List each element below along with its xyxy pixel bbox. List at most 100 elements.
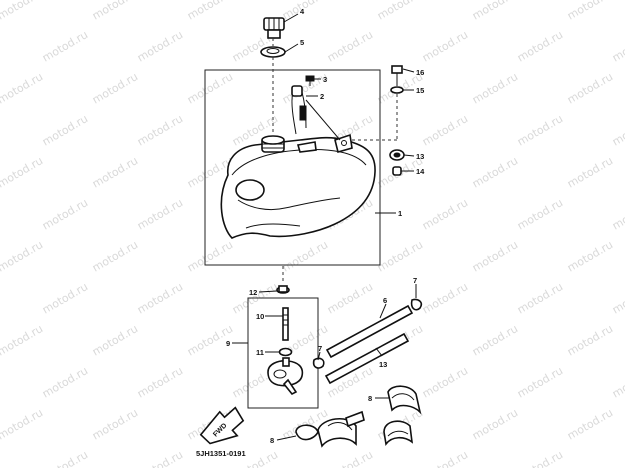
watermark-text: motod.ru xyxy=(515,112,565,148)
fuel-cock-frame xyxy=(247,297,319,409)
watermark-text: motod.ru xyxy=(515,364,565,400)
callout-11: 11 xyxy=(256,348,264,357)
part-callouts: 4 5 3 2 16 15 13 14 1 12 10 9 11 6 7 7 1… xyxy=(226,7,425,445)
watermark-text: motod.ru xyxy=(325,280,375,316)
tank-assembly-frame xyxy=(204,69,381,266)
watermark-text: motod.ru xyxy=(325,448,375,468)
hose-clamp-lower[interactable] xyxy=(295,410,365,448)
watermark-text: motod.ru xyxy=(0,0,45,23)
watermark-text: motod.ru xyxy=(90,238,140,274)
watermark-text: motod.ru xyxy=(280,0,330,23)
watermark-text: motod.ru xyxy=(565,406,615,442)
hose-clip-lower[interactable] xyxy=(312,357,325,369)
callout-9: 9 xyxy=(226,339,230,348)
watermark-text: motod.ru xyxy=(470,322,520,358)
callout-12: 12 xyxy=(249,288,257,297)
watermark-text: motod.ru xyxy=(90,70,140,106)
callout-15: 14 xyxy=(416,167,425,176)
watermark-text: motod.ru xyxy=(0,406,45,442)
watermark-text: motod.ru xyxy=(470,406,520,442)
fuel-gauge-sender[interactable] xyxy=(291,85,341,141)
callout-14: 13 xyxy=(416,152,424,161)
watermark-text: motod.ru xyxy=(135,280,185,316)
callout-8-lower: 8 xyxy=(270,436,274,445)
watermark-text: motod.ru xyxy=(565,238,615,274)
watermark-text: motod.ru xyxy=(0,238,45,274)
watermark-text: motod.ru xyxy=(420,364,470,400)
watermark-text: motod.ru xyxy=(420,28,470,64)
callout-1: 1 xyxy=(398,209,402,218)
fuel-tank[interactable] xyxy=(220,133,376,239)
hose-clamp-upper[interactable] xyxy=(383,385,422,446)
damper-14[interactable] xyxy=(389,149,405,161)
watermark-text: motod.ru xyxy=(0,70,45,106)
watermark-text: motod.ru xyxy=(565,70,615,106)
callout-8-upper: 8 xyxy=(368,394,372,403)
mounting-bolt[interactable] xyxy=(391,65,403,86)
watermark-text: motod.ru xyxy=(90,322,140,358)
forward-arrow-icon: FWD xyxy=(199,406,245,445)
watermark-text: motod.ru xyxy=(610,28,625,64)
callout-5: 5 xyxy=(300,38,304,47)
cap-gasket[interactable] xyxy=(260,46,286,58)
watermark-text: motod.ru xyxy=(185,0,235,23)
watermark-text: motod.ru xyxy=(135,448,185,468)
callout-4: 4 xyxy=(300,7,305,16)
watermark-text: motod.ru xyxy=(375,238,425,274)
watermark-text: motod.ru xyxy=(40,364,90,400)
fuel-hose-13[interactable] xyxy=(324,332,410,385)
watermark-text: motod.ru xyxy=(420,112,470,148)
watermark-text: motod.ru xyxy=(420,196,470,232)
watermark-text: motod.ru xyxy=(565,322,615,358)
watermark-text: motod.ru xyxy=(470,154,520,190)
callout-7-lower: 7 xyxy=(318,344,322,353)
watermark-text: motod.ru xyxy=(420,280,470,316)
watermark-text: motod.ru xyxy=(185,238,235,274)
watermark-text: motod.ru xyxy=(515,28,565,64)
watermark-text: motod.ru xyxy=(325,28,375,64)
watermark-text: motod.ru xyxy=(135,364,185,400)
fuel-hose-6[interactable] xyxy=(325,304,414,359)
watermark-text: motod.ru xyxy=(610,364,625,400)
bolt-12[interactable] xyxy=(276,285,290,294)
watermark-text: motod.ru xyxy=(470,0,520,23)
watermark-text: motod.ru xyxy=(515,448,565,468)
watermark-text: motod.ru xyxy=(610,280,625,316)
watermark-text: motod.ru xyxy=(185,70,235,106)
watermark-text: motod.ru xyxy=(280,238,330,274)
watermark-text: motod.ru xyxy=(610,448,625,468)
watermark-text: motod.ru xyxy=(40,196,90,232)
watermark-text: motod.ru xyxy=(515,280,565,316)
watermark-text: motod.ru xyxy=(470,238,520,274)
watermark-text: motod.ru xyxy=(0,322,45,358)
fuel-cock[interactable] xyxy=(267,307,304,396)
callout-3: 3 xyxy=(323,75,327,84)
callout-16: 15 xyxy=(416,86,424,95)
watermark-text: motod.ru xyxy=(40,28,90,64)
watermark-text: motod.ru xyxy=(40,280,90,316)
watermark-text: motod.ru xyxy=(135,196,185,232)
bolt-washer[interactable] xyxy=(390,86,404,94)
diagram-code: 5JH1351-0191 xyxy=(196,449,246,458)
watermark-text: motod.ru xyxy=(90,0,140,23)
collar-15[interactable] xyxy=(392,166,402,176)
watermark-text: motod.ru xyxy=(0,154,45,190)
watermark-text: motod.ru xyxy=(420,448,470,468)
watermark-text: motod.ru xyxy=(565,154,615,190)
callout-7-upper: 7 xyxy=(413,276,417,285)
watermark-text: motod.ru xyxy=(40,112,90,148)
watermark-text: motod.ru xyxy=(610,112,625,148)
watermark-text: motod.ru xyxy=(515,196,565,232)
watermark-text: motod.ru xyxy=(375,0,425,23)
fuel-cap[interactable] xyxy=(263,17,285,39)
watermark-text: motod.ru xyxy=(135,28,185,64)
watermark-text: motod.ru xyxy=(610,196,625,232)
callout-17: 16 xyxy=(416,68,424,77)
callout-10: 10 xyxy=(256,312,264,321)
hose-clip-upper[interactable] xyxy=(410,298,423,311)
watermark-text: motod.ru xyxy=(90,154,140,190)
callout-2: 2 xyxy=(320,92,324,101)
watermark-text: motod.ru xyxy=(565,0,615,23)
callout-13: 13 xyxy=(379,360,387,369)
